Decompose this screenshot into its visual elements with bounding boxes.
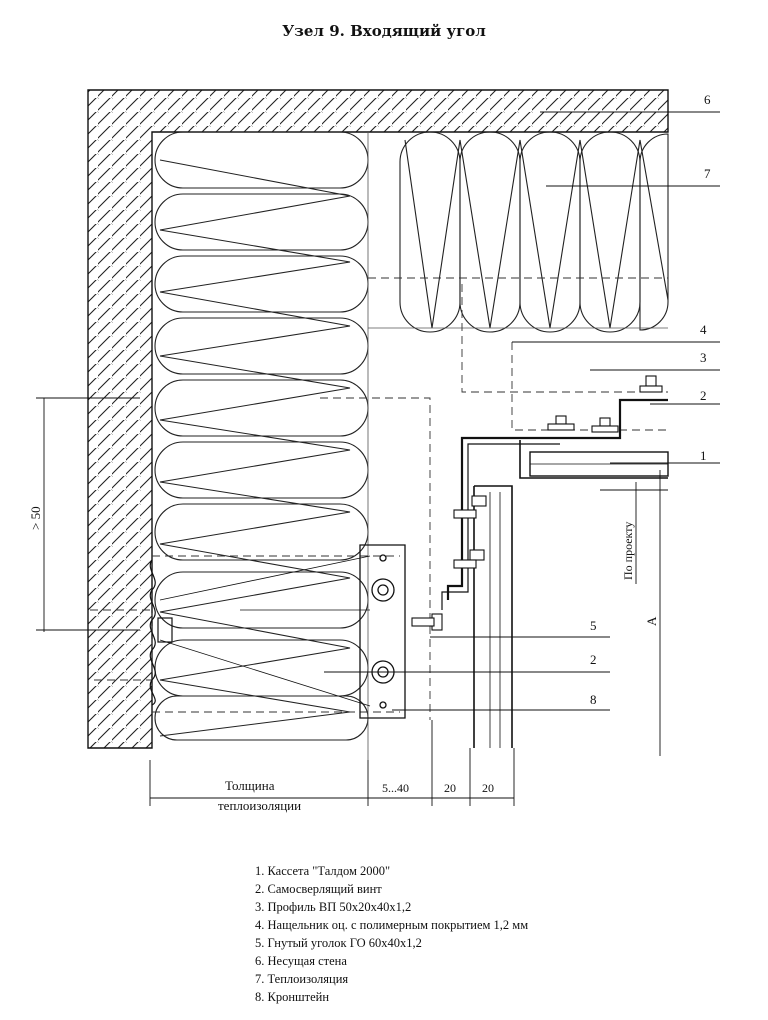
legend-item: 6. Несущая стена <box>255 954 347 968</box>
insulation-top <box>399 131 669 333</box>
screw-icons <box>411 375 663 631</box>
legend-item: 8. Кронштейн <box>255 990 330 1004</box>
callout-2-top: 2 <box>700 388 707 403</box>
dimension-gt50: > 50 <box>28 506 43 530</box>
callout-2-bottom: 2 <box>590 652 597 667</box>
dimension-lines <box>36 397 668 806</box>
load-bearing-wall <box>87 89 669 749</box>
callout-1: 1 <box>700 448 707 463</box>
insulation-boundary <box>367 132 668 760</box>
legend-list: 1. Кассета "Талдом 2000" 2. Самосверлящи… <box>255 862 528 1006</box>
insulation-thickness-line2: теплоизоляции <box>218 798 301 813</box>
drawing-title: Узел 9. Входящий угол <box>282 22 486 40</box>
dimension-5-40: 5...40 <box>382 781 409 795</box>
legend-item: 7. Теплоизоляция <box>255 972 349 986</box>
callout-6: 6 <box>704 92 711 107</box>
callout-3: 3 <box>700 350 707 365</box>
insulation-thickness-line1: Толщина <box>225 778 275 793</box>
callout-4: 4 <box>700 322 707 337</box>
bracket <box>159 544 406 719</box>
cassette-horizontal <box>519 440 669 479</box>
dimension-20-second: 20 <box>482 781 494 795</box>
dimension-20-first: 20 <box>444 781 456 795</box>
legend-item: 5. Гнутый уголок ГО 60х40х1,2 <box>255 936 422 950</box>
cassette-vertical <box>473 485 513 748</box>
legend-item: 3. Профиль ВП 50х20х40х1,2 <box>255 900 412 914</box>
legend-item: 1. Кассета "Талдом 2000" <box>255 864 391 878</box>
callout-7: 7 <box>704 166 711 181</box>
wall-anchor <box>149 559 173 706</box>
hidden-lines <box>90 277 668 720</box>
dimension-a: А <box>644 616 659 626</box>
dimension-po-proektu: По проекту <box>621 522 635 580</box>
callout-8: 8 <box>590 692 597 707</box>
legend-item: 4. Нащельник оц. с полимерным покрытием … <box>255 918 529 932</box>
legend-item: 2. Самосверлящий винт <box>255 882 382 896</box>
callout-leaders <box>324 111 720 711</box>
callout-5: 5 <box>590 618 597 633</box>
corner-flashing <box>441 398 668 610</box>
